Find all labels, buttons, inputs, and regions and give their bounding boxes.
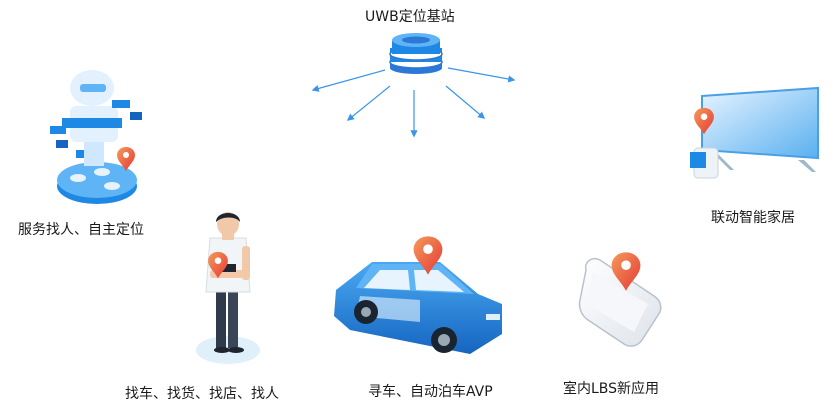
- signal-arrow: [445, 85, 486, 119]
- smart-tv-icon: [690, 86, 819, 179]
- signal-arrow: [311, 69, 386, 92]
- signal-arrow: [346, 85, 391, 121]
- uwb-station-icon: [389, 33, 443, 74]
- robot-icon: [50, 70, 142, 204]
- station-label: UWB定位基站: [365, 9, 455, 25]
- signal-arrows: [311, 67, 516, 138]
- smart-home-label: 联动智能家居: [711, 210, 795, 226]
- phone-label: 室内LBS新应用: [563, 381, 660, 397]
- robot-label: 服务找人、自主定位: [18, 222, 144, 238]
- car-label: 寻车、自动泊车AVP: [368, 384, 493, 400]
- person-label: 找车、找货、找店、找人: [125, 386, 279, 402]
- phone-icon: [578, 258, 662, 347]
- car-icon: [334, 262, 502, 354]
- person-icon: [196, 212, 260, 364]
- signal-arrow: [447, 67, 516, 83]
